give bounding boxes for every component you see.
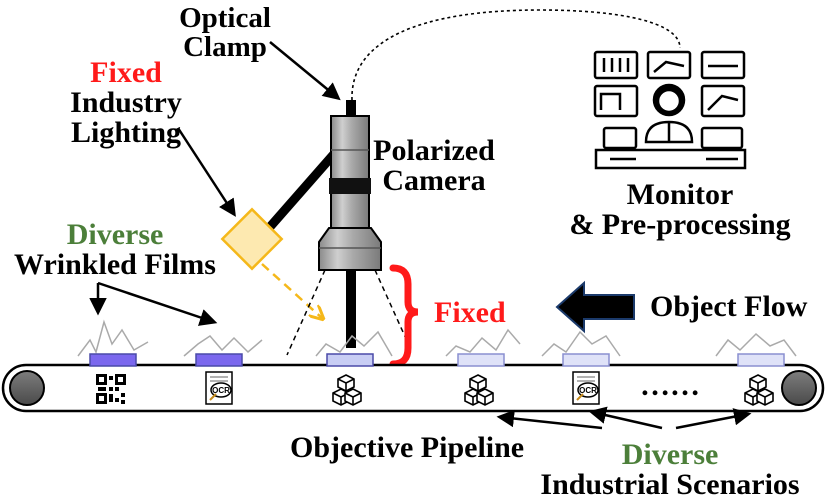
optical-clamp-arrow (269, 41, 341, 101)
svg-text:OCR: OCR (579, 386, 597, 395)
industrial-scenarios-label: Diverse Industrial Scenarios (530, 440, 810, 500)
fixed-distance-label: Fixed (434, 296, 506, 329)
monitor-text: Monitor (626, 178, 734, 211)
camera-cable (351, 9, 681, 101)
film-light (562, 353, 610, 367)
objective-pipeline-label: Objective Pipeline (290, 431, 525, 464)
monitor-label: Monitor & Pre-processing (560, 180, 800, 240)
film-active (326, 353, 374, 367)
film-light (737, 353, 785, 367)
ellipsis-label: …… (640, 369, 700, 402)
lighting-text: Lighting (70, 116, 182, 149)
polarized-camera-icon (318, 100, 382, 348)
clamp-label: Clamp (183, 31, 267, 63)
wrinkled-films-text: Wrinkled Films (14, 248, 216, 281)
polarized-label: Polarized (373, 134, 495, 167)
film-active (195, 353, 243, 367)
films-on-belt (89, 353, 785, 367)
optical-label: Optical (179, 2, 271, 34)
film-active (89, 353, 137, 367)
left-roller (9, 370, 45, 406)
scenario-arrow-3 (675, 408, 752, 430)
light-beam (261, 263, 322, 318)
object-flow-label: Object Flow (650, 290, 808, 323)
diverse-label-2: Diverse (621, 438, 719, 471)
industry-light-icon (220, 207, 284, 271)
lighting-label: Fixed Industry Lighting (56, 58, 196, 148)
industry-label: Industry (70, 86, 182, 119)
wrinkled-films-label: Diverse Wrinkled Films (0, 220, 230, 280)
diverse-label: Diverse (66, 218, 164, 251)
optical-clamp-label: Optical Clamp (170, 4, 280, 62)
view-cone-left (286, 269, 326, 356)
scenario-arrow-2 (588, 406, 663, 430)
film-light (457, 353, 505, 367)
preprocessing-text: & Pre-processing (569, 208, 791, 241)
qr-code-icon (96, 374, 126, 404)
object-flow-arrow (555, 280, 635, 334)
cube-stack-icon (332, 374, 362, 406)
lighting-arrow (176, 127, 236, 217)
ocr-document-icon: OCR (572, 371, 600, 405)
camera-label: Polarized Camera (366, 136, 502, 196)
cube-stack-icon (744, 374, 774, 406)
camera-text: Camera (382, 164, 486, 197)
films-arrow-right (97, 281, 218, 326)
monitor-operator-icon (593, 50, 747, 170)
fixed-distance-brace (389, 264, 419, 368)
svg-text:OCR: OCR (212, 386, 230, 395)
ocr-document-icon: OCR (205, 371, 233, 405)
industrial-scenarios-text: Industrial Scenarios (540, 468, 800, 501)
cube-stack-icon (464, 374, 494, 406)
wrinkled-films (77, 319, 797, 357)
fixed-label: Fixed (90, 56, 162, 89)
scenario-arrow-1 (496, 409, 603, 430)
right-roller (781, 370, 817, 406)
